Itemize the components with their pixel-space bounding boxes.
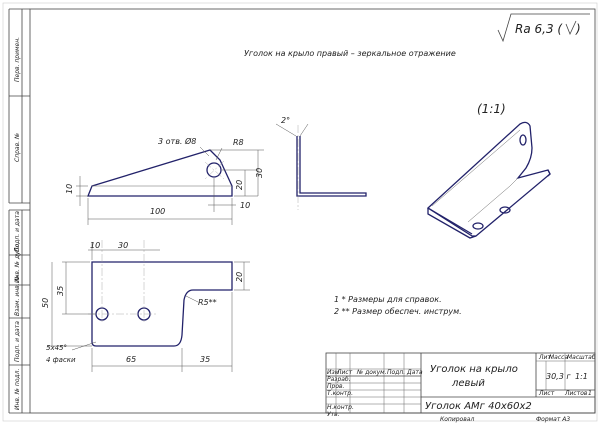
dim-35: 35: [56, 286, 65, 296]
strip-label-podp1: Подп. и дата: [14, 211, 21, 252]
strip-label-sprav: Справ. №: [14, 133, 21, 162]
hdr-list: Лист: [336, 369, 353, 376]
strip-label-dubl: Инв. № дубл.: [14, 242, 21, 283]
dim-10c: 10: [90, 241, 100, 250]
title-block: Изм Лист № докум. Подп. Дата Разраб. Про…: [325, 352, 596, 423]
hdr-sign: Подп.: [387, 369, 405, 376]
col-lit: Лит.: [538, 354, 553, 361]
note-2: 2 ** Размер обеспеч. инструм.: [334, 307, 462, 316]
dim-35b: 35: [200, 355, 210, 364]
dim-100: 100: [150, 207, 165, 216]
col-scale: Масштаб: [567, 354, 596, 361]
dim-30: 30: [255, 168, 264, 178]
dim-10a: 10: [65, 184, 74, 194]
roughness-value: Ra 6,3 (: [515, 22, 563, 36]
svg-text:): ): [575, 22, 581, 36]
format-label: Формат А3: [536, 416, 570, 423]
hdr-date: Дата: [406, 369, 423, 376]
dim-50: 50: [41, 298, 50, 308]
part-material: Уголок АМг 40х60х2: [425, 401, 532, 412]
dim-holes: 3 отв. Ø8: [158, 136, 196, 146]
dim-chamfer: 5x45°: [46, 344, 67, 352]
sheet-label: Лист: [538, 390, 555, 397]
dim-r5: R5**: [198, 298, 217, 307]
strip-label-perv: Перв. примен.: [14, 37, 21, 82]
dim-20a: 20: [235, 180, 244, 190]
dim-chamfer-note: 4 фаски: [46, 356, 76, 364]
dim-20b: 20: [235, 272, 244, 282]
row-utv: Утв.: [327, 411, 340, 418]
sheets-label: Листов: [564, 390, 588, 397]
sheets-count: 1: [588, 390, 592, 397]
dim-10b: 10: [240, 201, 250, 210]
dim-angle: 2°: [281, 116, 290, 125]
side-strip: Перв. примен. Справ. № Подп. и дата Инв.…: [8, 8, 30, 414]
strip-label-podp2: Подп. и дата: [14, 321, 21, 362]
view-front: 10 30 35 50 20 R5** 65 35 5x45° 4 фаски: [41, 240, 250, 372]
view-top: 3 отв. Ø8 R8 10 20 30 10 100: [65, 136, 264, 225]
strip-label-podl: Инв. № подл.: [14, 369, 21, 410]
top-note: Уголок на крыло правый – зеркальное отра…: [244, 49, 456, 58]
strip-label-vzam: Взам. инв. №: [14, 275, 21, 316]
note-1: 1 * Размеры для справок.: [334, 295, 442, 304]
part-name-1: Уголок на крыло: [430, 364, 518, 375]
dim-r8: R8: [233, 138, 244, 147]
row-nkontr: Н.контр.: [327, 404, 354, 411]
hdr-doc: № докум.: [356, 369, 387, 376]
part-name-2: левый: [451, 378, 485, 389]
copied-label: Копировал: [440, 416, 474, 423]
iso-scale: (1:1): [477, 102, 506, 116]
drawing-frame: [29, 8, 596, 414]
roughness-mark: Ra 6,3 ( ): [497, 13, 590, 43]
dim-65: 65: [126, 355, 136, 364]
dim-30b: 30: [118, 241, 128, 250]
row-tkontr: Т.контр.: [327, 390, 353, 397]
col-mass: Масса: [549, 354, 568, 361]
view-side: 2°: [275, 116, 367, 210]
mass-value: 30,3 г: [546, 372, 571, 381]
hdr-izm: Изм: [327, 369, 340, 376]
row-prov: Пров.: [327, 383, 345, 390]
view-isometric: (1:1): [426, 102, 551, 239]
scale-value: 1:1: [575, 372, 588, 381]
row-razrab: Разраб.: [327, 376, 351, 383]
